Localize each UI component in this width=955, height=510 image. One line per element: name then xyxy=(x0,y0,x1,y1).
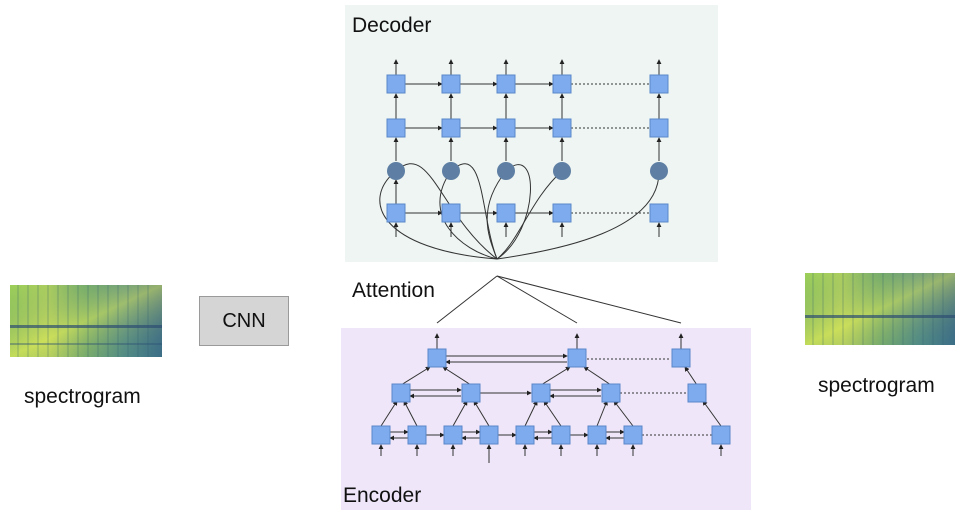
decoder-node xyxy=(441,118,461,138)
encoder-node xyxy=(601,383,621,403)
output-spectrogram-image xyxy=(805,273,955,345)
encoder-node xyxy=(671,348,691,368)
encoder-connections xyxy=(378,333,724,463)
encoder-node xyxy=(551,425,571,445)
encoder-node xyxy=(587,425,607,445)
encoder-node xyxy=(427,348,447,368)
encoder-node xyxy=(567,348,587,368)
decoder-node xyxy=(649,74,669,94)
encoder-node xyxy=(461,383,481,403)
decoder-node xyxy=(552,74,572,94)
attention-node xyxy=(497,162,515,180)
decoder-title: Decoder xyxy=(352,14,432,37)
output-spectrogram-label: spectrogram xyxy=(818,374,935,397)
encoder-node xyxy=(687,383,707,403)
attention-node xyxy=(387,162,405,180)
attention-node xyxy=(442,162,460,180)
encoder-node xyxy=(371,425,391,445)
decoder-node xyxy=(496,118,516,138)
decoder-node xyxy=(386,203,406,223)
attention-node xyxy=(650,162,668,180)
attention-connections xyxy=(436,275,682,324)
encoder-node xyxy=(531,383,551,403)
encoder-node xyxy=(479,425,499,445)
input-spectrogram-image xyxy=(10,285,162,357)
cnn-label: CNN xyxy=(222,309,266,332)
decoder-node xyxy=(552,203,572,223)
decoder-node xyxy=(649,203,669,223)
decoder-node xyxy=(386,74,406,94)
decoder-node xyxy=(496,203,516,223)
attention-node xyxy=(553,162,571,180)
decoder-node xyxy=(386,118,406,138)
encoder-node xyxy=(443,425,463,445)
decoder-grid xyxy=(379,59,662,260)
input-spectrogram-label: spectrogram xyxy=(24,385,141,408)
decoder-node xyxy=(441,203,461,223)
decoder-node xyxy=(552,118,572,138)
decoder-node xyxy=(649,118,669,138)
decoder-node xyxy=(441,74,461,94)
encoder-title: Encoder xyxy=(343,484,422,507)
decoder-node xyxy=(496,74,516,94)
encoder-node xyxy=(391,383,411,403)
attention-label: Attention xyxy=(352,279,435,302)
encoder-node xyxy=(623,425,643,445)
encoder-node xyxy=(711,425,731,445)
cnn-box: CNN xyxy=(199,296,289,346)
encoder-node xyxy=(515,425,535,445)
encoder-node xyxy=(407,425,427,445)
